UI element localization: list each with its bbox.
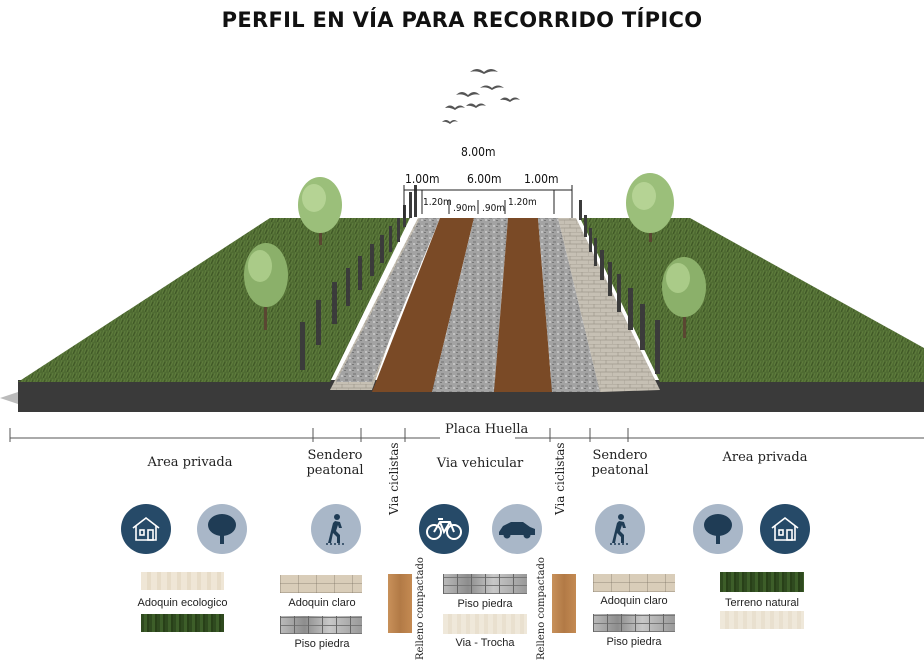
swatch-piso-piedra-left: [280, 616, 362, 634]
swatch-relleno-right: [552, 574, 576, 633]
dim-right-inner: 1.20m: [508, 197, 537, 208]
car-icon: [492, 504, 542, 554]
house-icon: [760, 504, 810, 554]
dimension-lines: [403, 185, 573, 218]
label-relleno-left: Relleno compactado: [415, 557, 426, 660]
swatch-via-trocha: [443, 614, 527, 634]
swatch-relleno-left: [388, 574, 412, 633]
zone-via-ciclistas-right: Via ciclistas: [553, 442, 567, 515]
zone-sendero-right-line2: peatonal: [591, 463, 649, 478]
house-icon: [121, 504, 171, 554]
zone-via-ciclistas-left: Via ciclistas: [387, 442, 401, 515]
label-adoquin-claro-right: Adoquin claro: [600, 595, 668, 607]
swatch-adoquin-claro-left: [280, 575, 362, 593]
dim-total: 8.00m: [461, 145, 496, 159]
left-dirt-track: [372, 218, 474, 392]
dim-middle: 6.00m: [467, 172, 502, 186]
label-relleno-right: Relleno compactado: [536, 557, 547, 660]
tree-right-near: [662, 257, 706, 338]
right-fence: [579, 200, 660, 374]
zone-sendero-left-line2: peatonal: [306, 463, 364, 478]
swatch-cesped: [141, 614, 224, 632]
swatch-piso-piedra-center: [443, 574, 527, 594]
zone-axis: [9, 428, 924, 442]
swatch-piso-piedra-right: [593, 614, 675, 632]
label-adoquin-ecologico: Adoquin ecologico: [137, 597, 228, 609]
left-fence: [300, 185, 417, 370]
page-title: PERFIL EN VÍA PARA RECORRIDO TÍPICO: [221, 8, 703, 32]
zone-area-privada-left: Area privada: [147, 455, 233, 470]
zone-via-vehicular: Via vehicular: [436, 456, 524, 471]
swatch-terreno-claro: [720, 611, 804, 629]
zone-area-privada-right: Area privada: [722, 450, 808, 465]
pedestrian-icon: [311, 504, 361, 554]
label-via-trocha: Via - Trocha: [455, 637, 515, 649]
left-grass: [18, 218, 410, 382]
center-stone-strip: [432, 218, 508, 392]
birds-decoration: [442, 69, 520, 124]
right-grass: [580, 218, 924, 382]
zone-sendero-left-line1: Sendero: [307, 448, 363, 463]
label-piso-piedra-right: Piso piedra: [606, 636, 662, 648]
base-slab: [18, 380, 924, 412]
dim-right-side: 1.00m: [524, 172, 559, 186]
tree-icon: [693, 504, 743, 554]
left-stone-strip: [336, 218, 440, 382]
tree-right-far: [626, 173, 674, 242]
tree-left-near: [244, 243, 288, 330]
dim-center-left: .90m: [453, 203, 477, 214]
label-terreno-natural: Terreno natural: [725, 597, 799, 609]
label-adoquin-claro-left: Adoquin claro: [288, 597, 356, 609]
swatch-terreno-natural: [720, 572, 804, 592]
dim-left-side: 1.00m: [405, 172, 440, 186]
tree-icon: [197, 504, 247, 554]
zone-sendero-right-line1: Sendero: [592, 448, 648, 463]
right-sidewalk: [558, 218, 660, 392]
dim-left-inner: 1.20m: [423, 197, 452, 208]
tree-left-far: [298, 177, 342, 245]
swatch-adoquin-claro-right: [593, 574, 675, 592]
zone-placa-huella: Placa Huella: [445, 422, 529, 437]
slab-arrow: [0, 392, 18, 404]
road-perspective-illustration: [0, 69, 924, 412]
dim-center-right: .90m: [482, 203, 506, 214]
label-piso-piedra-center: Piso piedra: [457, 598, 513, 610]
bicycle-icon: [419, 504, 469, 554]
pedestrian-icon: [595, 504, 645, 554]
right-stone-strip: [538, 218, 600, 392]
right-dirt-track: [494, 218, 552, 392]
swatch-adoquin-ecologico: [141, 572, 224, 590]
label-piso-piedra-left: Piso piedra: [294, 638, 350, 650]
